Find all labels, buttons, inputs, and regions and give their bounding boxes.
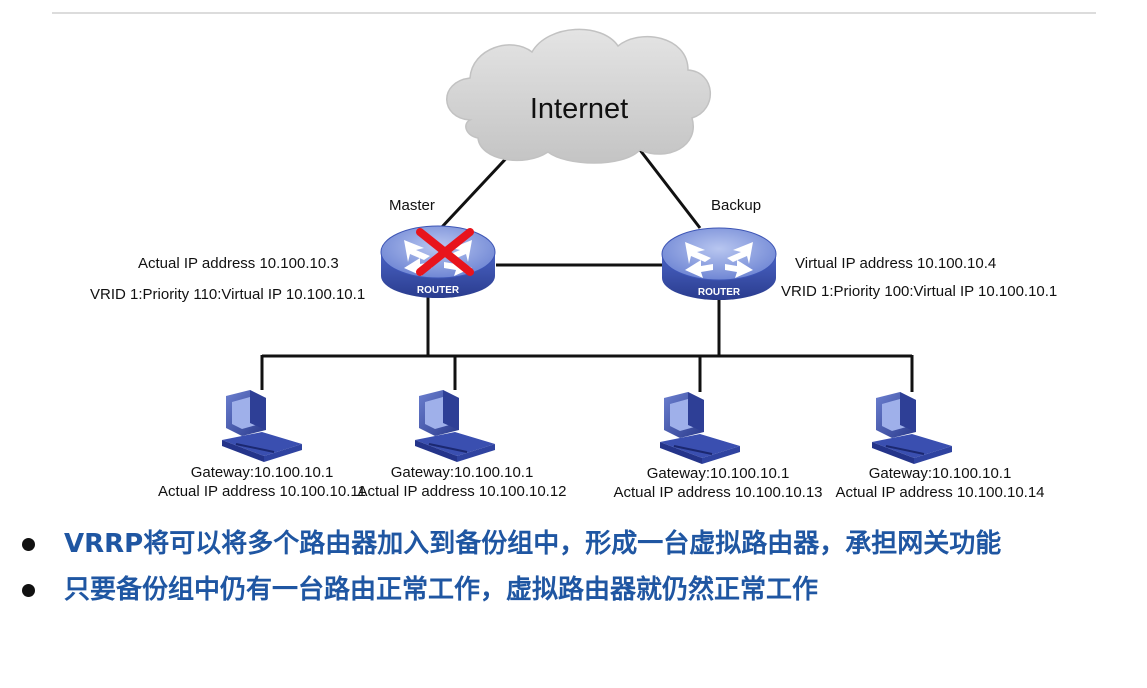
top-divider	[52, 12, 1096, 14]
master-role-label: Master	[389, 197, 435, 214]
pc-icon	[660, 392, 740, 464]
bullet-item: VRRP将可以将多个路由器加入到备份组中，形成一台虚拟路由器，承担网关功能	[22, 524, 1001, 570]
hosts-group	[222, 390, 952, 464]
backup-vrid: VRID 1:Priority 100:Virtual IP 10.100.10…	[781, 283, 1058, 300]
pc-icon	[222, 390, 302, 462]
master-vrid: VRID 1:Priority 110:Virtual IP 10.100.10…	[90, 286, 366, 303]
backup-role-label: Backup	[711, 197, 762, 214]
host-3-gateway: Gateway:10.100.10.1	[646, 465, 790, 482]
host-2-label: Gateway:10.100.10.1 Actual IP address 10…	[357, 463, 566, 501]
host-1-actual-ip: Actual IP address 10.100.10.11	[158, 483, 366, 500]
bullet-item: 只要备份组中仍有一台路由正常工作，虚拟路由器就仍然正常工作	[22, 570, 1001, 616]
host-2-actual-ip: Actual IP address 10.100.10.12	[357, 483, 567, 500]
host-4-label: Gateway:10.100.10.1 Actual IP address 10…	[835, 464, 1044, 502]
host-3-actual-ip: Actual IP address 10.100.10.13	[613, 484, 823, 501]
host-4-gateway: Gateway:10.100.10.1	[868, 465, 1012, 482]
network-links	[260, 148, 914, 392]
pc-icon	[872, 392, 952, 464]
cloud-icon	[446, 28, 711, 164]
host-1-gateway: Gateway:10.100.10.1	[190, 464, 334, 481]
bullet-list: VRRP将可以将多个路由器加入到备份组中，形成一台虚拟路由器，承担网关功能 只要…	[22, 524, 1001, 616]
router-arrows-icon	[685, 242, 753, 278]
red-x-failure-icon	[416, 228, 474, 276]
master-router-text: ROUTER	[417, 285, 460, 296]
host-4-actual-ip: Actual IP address 10.100.10.14	[835, 484, 1045, 501]
master-actual-ip: Actual IP address 10.100.10.3	[138, 255, 339, 272]
bullet-text: VRRP将可以将多个路由器加入到备份组中，形成一台虚拟路由器，承担网关功能	[64, 529, 1002, 559]
backup-router-text: ROUTER	[698, 287, 741, 298]
internet-label: Internet	[529, 93, 629, 125]
host-3-label: Gateway:10.100.10.1 Actual IP address 10…	[613, 464, 822, 502]
pc-icon	[415, 390, 495, 462]
bullet-text: 只要备份组中仍有一台路由正常工作，虚拟路由器就仍然正常工作	[64, 575, 819, 605]
host-1-label: Gateway:10.100.10.1 Actual IP address 10…	[158, 463, 366, 501]
backup-router: ROUTER	[661, 227, 777, 300]
link-internet-backup	[638, 149, 702, 229]
host-2-gateway: Gateway:10.100.10.1	[390, 464, 534, 481]
master-router: ROUTER	[380, 225, 496, 298]
backup-virtual-ip: Virtual IP address 10.100.10.4	[795, 255, 997, 272]
bullet-dot-icon	[22, 584, 35, 597]
link-internet-master	[439, 148, 516, 230]
bullet-dot-icon	[22, 538, 35, 551]
